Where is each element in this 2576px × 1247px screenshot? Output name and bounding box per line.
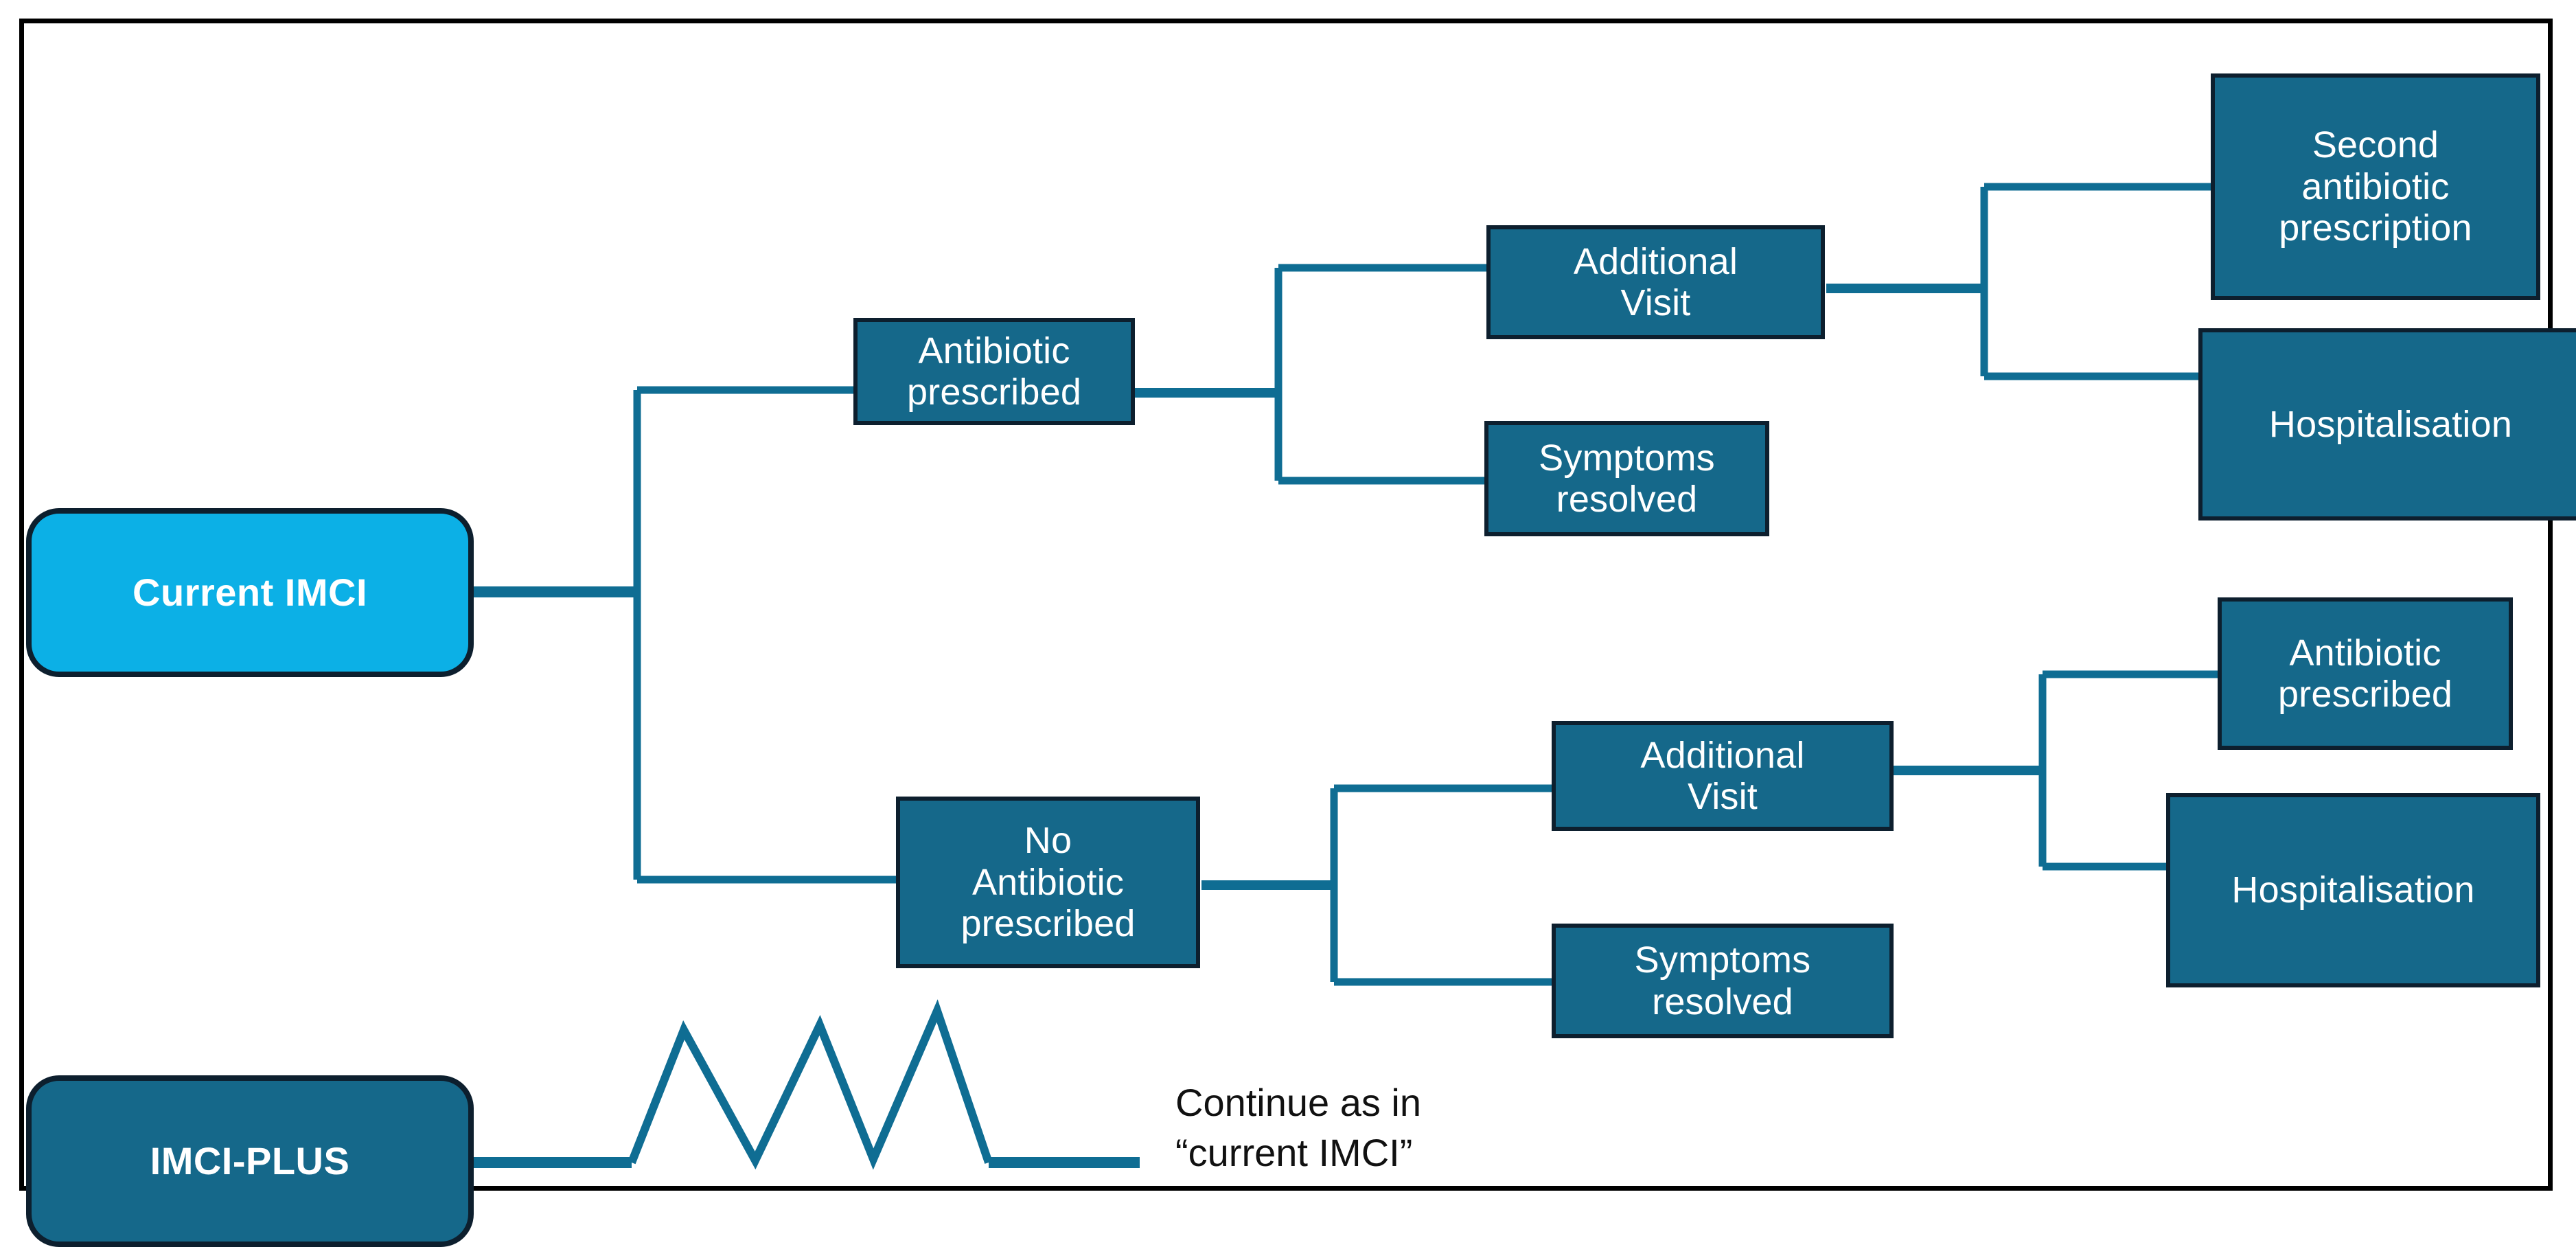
- diagram-canvas: Current IMCI IMCI-PLUS Antibiotic prescr…: [19, 19, 2576, 1247]
- continue-as-in-current-imci-note: Continue as in “current IMCI”: [1175, 1081, 1422, 1174]
- node-hospitalisation-top[interactable]: Hospitalisation: [2198, 328, 2576, 520]
- node-no-antibiotic-prescribed[interactable]: No Antibiotic prescribed: [896, 797, 1200, 968]
- node-current-imci[interactable]: Current IMCI: [26, 508, 474, 677]
- node-antibiotic-prescribed-bottom[interactable]: Antibiotic prescribed: [2218, 597, 2513, 750]
- node-symptoms-resolved-bottom[interactable]: Symptoms resolved: [1552, 924, 1894, 1038]
- node-hospitalisation-bottom[interactable]: Hospitalisation: [2166, 793, 2540, 987]
- edge-imci-plus-zigzag: [628, 999, 993, 1170]
- node-second-antibiotic-prescription[interactable]: Second antibiotic prescription: [2211, 73, 2540, 300]
- outer-frame-border: [19, 19, 2553, 1191]
- node-additional-visit-top[interactable]: Additional Visit: [1486, 225, 1825, 339]
- connector-lines-layer: [474, 183, 2219, 1170]
- node-imci-plus[interactable]: IMCI-PLUS: [26, 1075, 474, 1247]
- node-symptoms-resolved-top[interactable]: Symptoms resolved: [1484, 421, 1769, 536]
- node-antibiotic-prescribed-top[interactable]: Antibiotic prescribed: [853, 318, 1135, 425]
- node-additional-visit-bottom[interactable]: Additional Visit: [1552, 721, 1894, 831]
